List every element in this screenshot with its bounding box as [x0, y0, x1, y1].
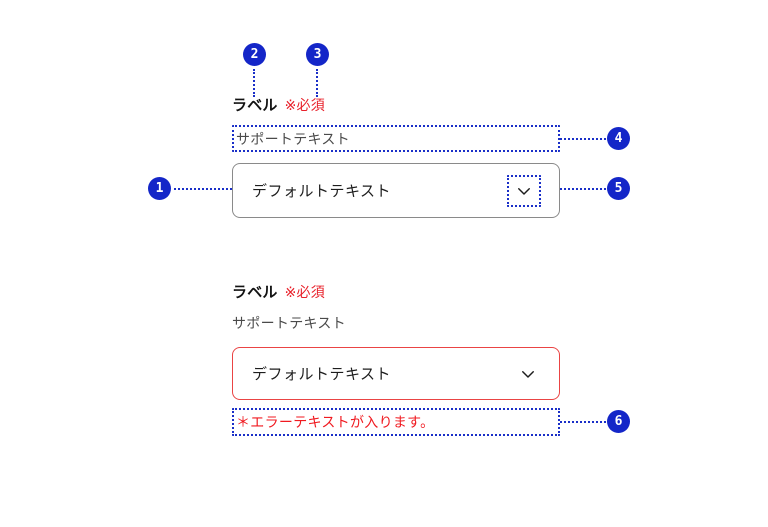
callout-badge-2: 2 — [243, 43, 266, 66]
callout-connector-4 — [560, 138, 606, 140]
required-marker-error: ※必須 — [284, 284, 325, 300]
chevron-down-icon-error[interactable] — [519, 365, 537, 383]
error-text: ＊エラーテキストが入ります。 — [236, 414, 435, 430]
select-box-default[interactable]: デフォルトテキスト — [232, 163, 560, 218]
label-text-error: ラベル — [232, 284, 278, 301]
callout-badge-5: 5 — [607, 177, 630, 200]
select-value-error: デフォルトテキスト — [252, 366, 392, 383]
select-value-default: デフォルトテキスト — [252, 183, 392, 200]
field-label-error: ラベル ※必須 — [232, 285, 325, 300]
callout-connector-2 — [253, 69, 255, 97]
callout-connector-5 — [560, 188, 606, 190]
field-label-default: ラベル ※必須 — [232, 98, 325, 113]
chevron-icon-highlight — [507, 174, 541, 207]
callout-connector-6 — [560, 421, 606, 423]
chevron-icon-error-wrap — [519, 365, 537, 383]
error-text-highlight: ＊エラーテキストが入ります。 — [232, 408, 560, 436]
chevron-down-icon[interactable] — [515, 182, 533, 200]
callout-connector-3 — [316, 69, 318, 97]
required-marker: ※必須 — [284, 97, 325, 113]
callout-badge-4: 4 — [607, 127, 630, 150]
callout-connector-1 — [174, 188, 232, 190]
callout-badge-6: 6 — [607, 410, 630, 433]
support-text-highlight: サポートテキスト — [232, 125, 560, 152]
callout-badge-3: 3 — [306, 43, 329, 66]
select-box-error[interactable]: デフォルトテキスト — [232, 347, 560, 400]
support-text-default: サポートテキスト — [236, 130, 350, 147]
label-text: ラベル — [232, 97, 278, 114]
callout-badge-1: 1 — [148, 177, 171, 200]
support-text-error: サポートテキスト — [232, 315, 346, 331]
